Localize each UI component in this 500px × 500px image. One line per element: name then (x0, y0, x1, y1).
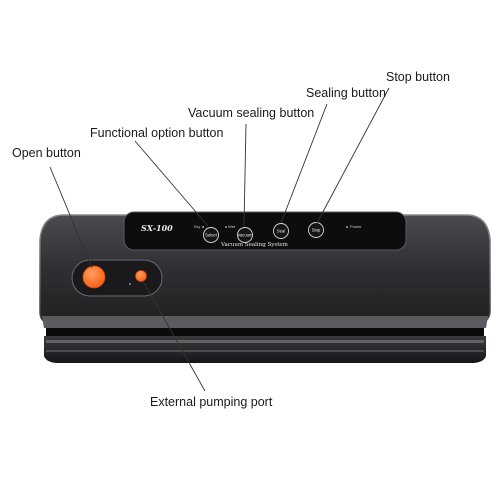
leader-lines (49, 87, 390, 392)
device-lid-rim (42, 316, 488, 328)
callout-open-button: Open button (12, 146, 81, 160)
callout-stop-button: Stop button (386, 70, 450, 84)
svg-text:Seal: Seal (277, 229, 285, 234)
leader-sealing (280, 103, 328, 224)
callout-sealing-button: Sealing button (306, 86, 386, 100)
leader-functional (134, 140, 209, 227)
select-button[interactable]: Select (203, 227, 219, 243)
vacuum-button[interactable]: Vacuum (237, 227, 253, 243)
indicator-power-label: Power (350, 224, 362, 229)
callout-functional-option-button: Functional option button (90, 126, 224, 140)
stop-button[interactable]: Stop (308, 222, 324, 238)
indicator-dry-label: Dry (194, 224, 200, 229)
seal-button[interactable]: Seal (273, 223, 289, 239)
indicator-wet-label: Wet (228, 224, 236, 229)
svg-text:Vacuum: Vacuum (237, 233, 253, 238)
callout-external-pumping-port: External pumping port (150, 395, 273, 409)
callout-vacuum-sealing-button: Vacuum sealing button (188, 106, 315, 120)
system-label: Vacuum Sealing System (220, 242, 289, 248)
external-pumping-port[interactable] (135, 270, 147, 282)
model-label: SX-100 (141, 223, 173, 233)
device-seam (46, 328, 484, 336)
leader-open (49, 166, 93, 269)
leader-external-port (142, 280, 206, 392)
open-button[interactable] (82, 265, 106, 289)
leader-stop (316, 87, 390, 224)
control-panel (123, 211, 407, 251)
svg-text:Stop: Stop (312, 228, 321, 233)
svg-text:Select: Select (205, 233, 217, 238)
leader-vacuum-sealing (243, 123, 247, 227)
